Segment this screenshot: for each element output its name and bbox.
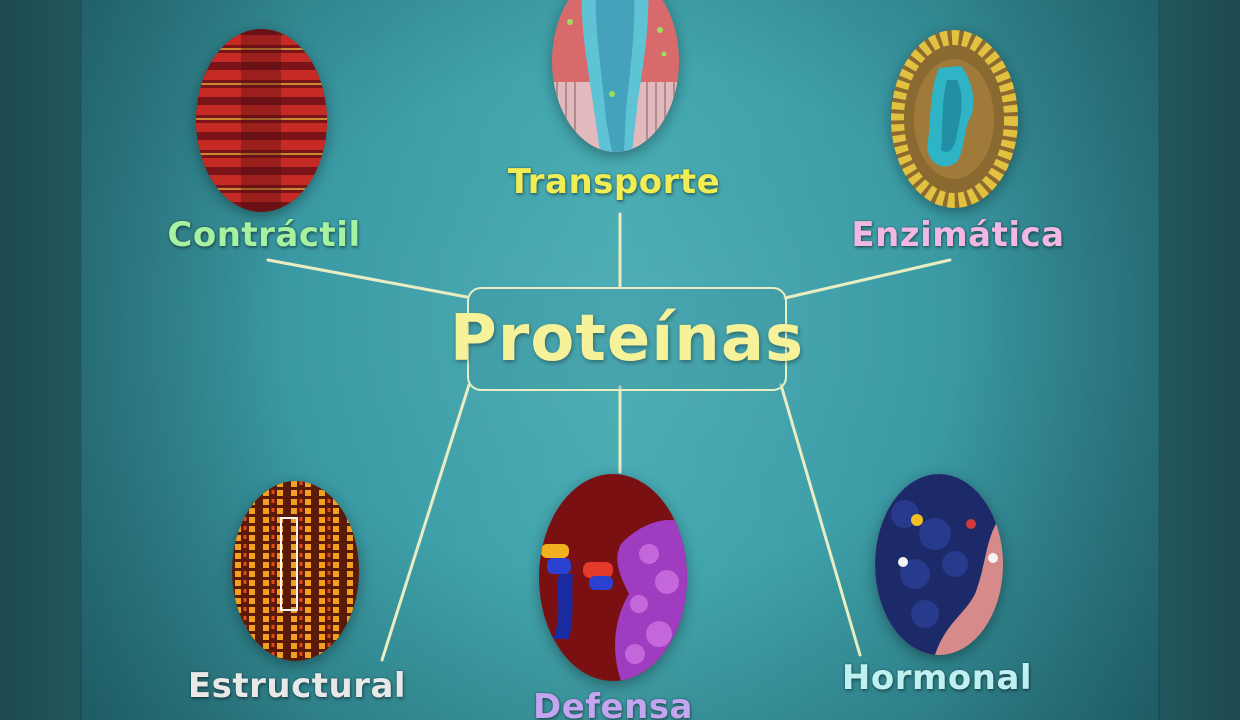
link-contractil <box>266 258 469 299</box>
central-title: Proteínas <box>449 302 805 376</box>
estructural-image <box>232 481 359 661</box>
central-node: Proteínas <box>450 287 803 391</box>
link-hormonal <box>779 383 862 657</box>
hormonal-image <box>875 474 1003 655</box>
defensa-label: Defensa <box>532 687 694 720</box>
link-enzimatica <box>783 258 952 300</box>
enzimatica-label: Enzimática <box>851 215 1065 255</box>
contractil-label: Contráctil <box>167 215 361 255</box>
estructural-label: Estructural <box>187 666 407 706</box>
defensa-image <box>539 474 687 681</box>
enzimatica-image <box>891 30 1018 208</box>
hormonal-label: Hormonal <box>841 658 1033 698</box>
transporte-label: Transporte <box>507 162 721 202</box>
link-estructural <box>380 383 471 662</box>
contractil-image <box>196 29 327 212</box>
